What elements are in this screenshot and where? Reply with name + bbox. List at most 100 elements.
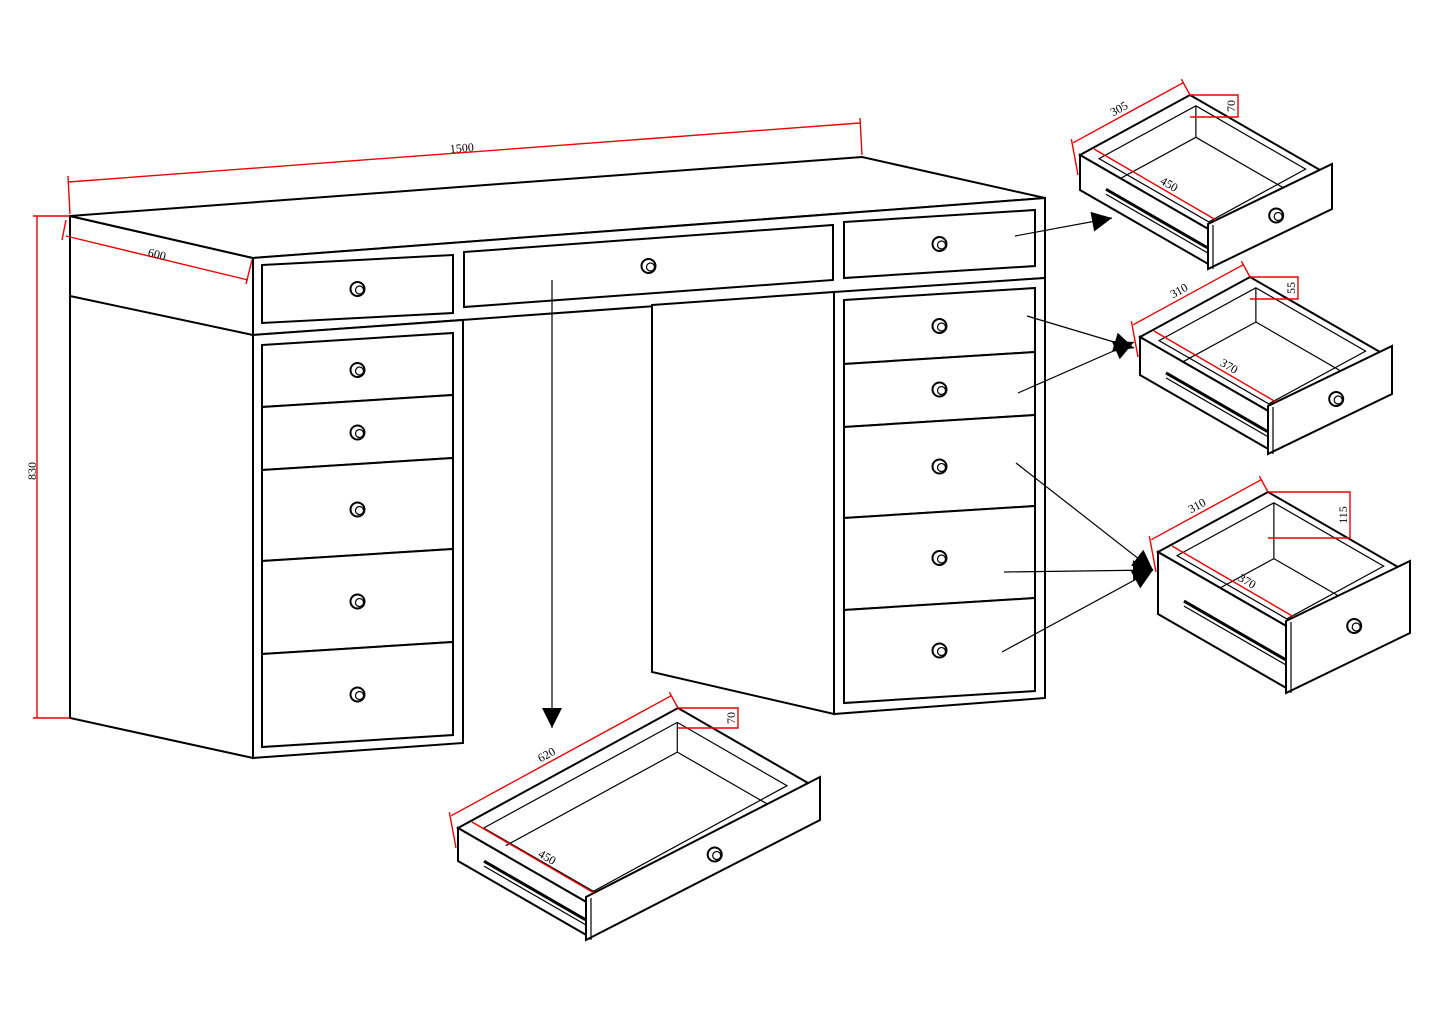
knob-icon [1351,622,1361,632]
length-label: 1500 [449,140,474,156]
drawer-width-label: 620 [535,744,558,765]
desk-dimensions: 1500 600 830 [25,117,863,719]
width-dimension-line [1132,264,1244,326]
height-label: 830 [25,462,39,480]
drawer-slide-rail [1183,599,1287,661]
arrow-head-icon [1111,340,1134,360]
knob-icon [931,642,948,659]
arrow-line [1017,341,1135,394]
knob-icon [936,240,947,250]
depth-dimension-line [471,821,595,894]
extension-line [668,691,679,709]
arrow-line [1003,569,1154,573]
drawer-slide-rail [483,865,586,926]
knob-icon [645,262,656,272]
height-dimension-line [1250,276,1299,300]
drawer-floor-edge [1169,321,1257,370]
depth-dimension-line [1093,148,1217,221]
knob-icon [354,366,365,376]
knob-icon [936,322,947,332]
knob-icon [1333,395,1343,405]
extension-line [448,812,457,849]
knob-icon [354,428,365,439]
knob-icon [349,281,366,297]
drawer-inner-rim [1157,287,1367,405]
drawer-slide-rail [1105,187,1209,250]
arrow-line [1015,462,1154,571]
drawer-width-label: 310 [1168,280,1191,301]
depth-label: 600 [147,245,168,263]
extension-line [1180,78,1191,96]
knob-icon [931,550,948,566]
knob-icon [706,846,723,863]
knob-icon [712,850,722,861]
height-dimension-line [1268,491,1351,539]
drawer-floor-edge [1109,136,1197,185]
drawer-slide-rail [1105,193,1208,254]
desk-left-side [69,214,254,760]
drawer-height-label: 70 [1224,100,1238,112]
width-dimension-line [450,695,672,817]
depth-dimension-line [1171,545,1295,618]
knob-icon [1268,207,1285,224]
knob-icon [640,258,657,274]
height-dimension-line [1190,94,1239,118]
right-pedestal-side [651,290,835,716]
height-dimension-line [678,707,739,729]
arrow-head-icon [1090,211,1112,232]
drawer-width-label: 305 [1108,98,1131,119]
drawer-front-panel [585,775,821,942]
arrow-head-icon [542,708,562,728]
drawer-width-label: 310 [1186,495,1209,516]
knob-icon [931,318,948,334]
knob-icon [931,458,948,475]
knob-icon [1346,618,1363,634]
knob-icon [936,462,947,473]
extension-line [1258,475,1269,493]
knob-icon [936,385,947,396]
arrow-line [1001,569,1154,653]
knob-icon [354,690,365,701]
knob-icon [354,285,365,295]
width-dimension-line [1072,82,1184,144]
drawer-height-label: 115 [1336,506,1350,524]
callout-arrows [542,211,1154,728]
knob-icon [349,593,366,610]
extension-line [1070,139,1079,176]
knob-icon [349,424,366,441]
desk-side-edge [69,295,254,336]
knob-icon [931,381,948,398]
extension-line [1130,321,1139,358]
extension-line [1240,260,1251,278]
drawer-inner-rim [1175,502,1385,620]
drawer-slide-rail [1165,377,1268,437]
knob-icon [1328,391,1345,407]
knob-icon [349,362,366,378]
knob-icon [349,686,366,703]
drawer-slide-rail [483,859,587,921]
knob-icon [936,646,947,657]
drawer-inner-rim [482,721,789,892]
depth-dimension-line [65,235,249,281]
knob-icon [936,554,947,564]
length-dimension-line [67,122,861,183]
width-dimension-line [1150,479,1262,541]
knob-icon [349,501,366,518]
knob-icon [354,505,365,516]
drawer-height-label: 55 [1284,282,1298,294]
drawer-slide-rail [1165,371,1269,433]
drawer-floor-edge [505,751,678,847]
knob-icon [931,236,948,252]
drawer-inner-rim [1097,105,1307,223]
drawer-height-label: 70 [724,712,738,724]
arrow-head-icon [1130,570,1153,589]
desk [69,155,1046,760]
knob-icon [1273,211,1283,222]
drawer-slide-rail [1183,605,1286,666]
